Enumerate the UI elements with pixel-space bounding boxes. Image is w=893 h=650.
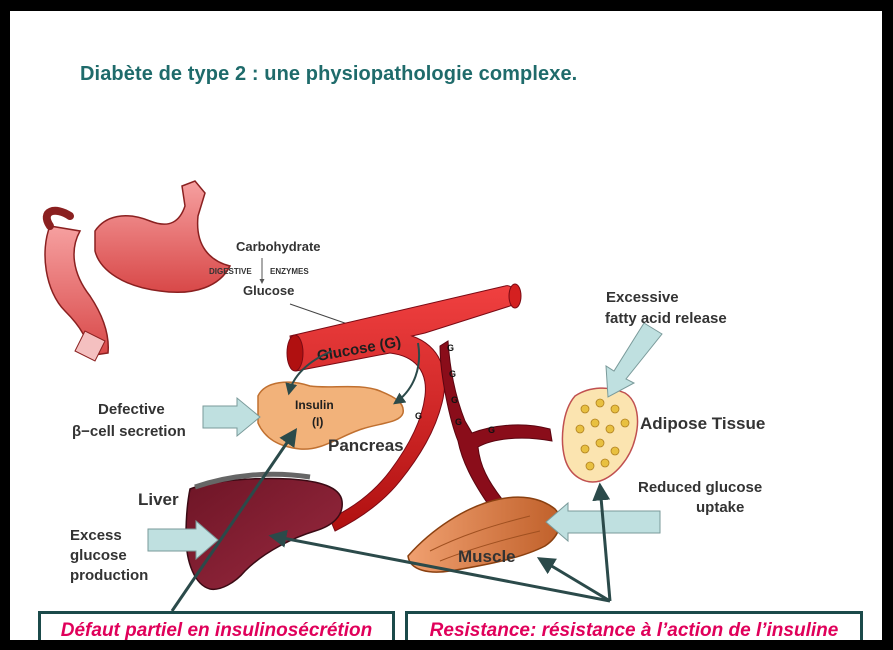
diabetes-diagram: Carbohydrate DIGESTIVE ENZYMES Glucose G… — [10, 11, 882, 640]
liver-label: Liver — [138, 490, 179, 509]
insulin-resistance-text: Resistance: résistance à l’action de l’i… — [430, 620, 839, 640]
carbohydrate-label: Carbohydrate — [236, 239, 321, 254]
stomach-illustration — [45, 181, 230, 361]
defective-label-line1: Defective — [98, 401, 165, 418]
excess-label-line2: glucose — [70, 547, 127, 564]
resistance-to-adipose-arrow — [600, 486, 610, 601]
glucose-label: Glucose — [243, 283, 294, 298]
adipose-illustration — [562, 388, 637, 482]
adipose-tissue-label: Adipose Tissue — [640, 414, 765, 433]
insulin-resistance-box: Resistance: résistance à l’action de l’i… — [405, 611, 863, 640]
pancreas-label: Pancreas — [328, 436, 404, 455]
svg-text:G: G — [415, 411, 422, 421]
insulin-label: Insulin — [295, 398, 334, 412]
fatty-label-line2: fatty acid release — [605, 310, 727, 327]
svg-text:G: G — [455, 417, 462, 427]
insulin-secretion-deficit-box: Défaut partiel en insulinosécrétion — [38, 611, 395, 640]
enzymes-label: ENZYMES — [270, 267, 309, 276]
defective-label-line2: β−cell secretion — [72, 423, 186, 440]
digestive-label: DIGESTIVE — [209, 267, 252, 276]
fatty-label-line1: Excessive — [606, 289, 679, 306]
fatty-acid-callout-arrow — [606, 323, 662, 397]
reduced-label-line2: uptake — [696, 499, 744, 516]
svg-text:G: G — [488, 425, 495, 435]
slide-frame: Diabète de type 2 : une physiopathologie… — [10, 11, 882, 640]
defective-callout-arrow — [203, 398, 260, 436]
svg-text:G: G — [447, 343, 454, 353]
excess-label-line1: Excess — [70, 527, 122, 544]
insulin-i-label: (I) — [312, 415, 323, 429]
excess-label-line3: production — [70, 567, 148, 584]
muscle-label: Muscle — [458, 547, 516, 566]
liver-illustration — [186, 474, 342, 589]
svg-text:G: G — [451, 395, 458, 405]
svg-text:G: G — [449, 369, 456, 379]
insulin-secretion-deficit-text: Défaut partiel en insulinosécrétion — [61, 620, 372, 640]
reduced-label-line1: Reduced glucose — [638, 479, 762, 496]
